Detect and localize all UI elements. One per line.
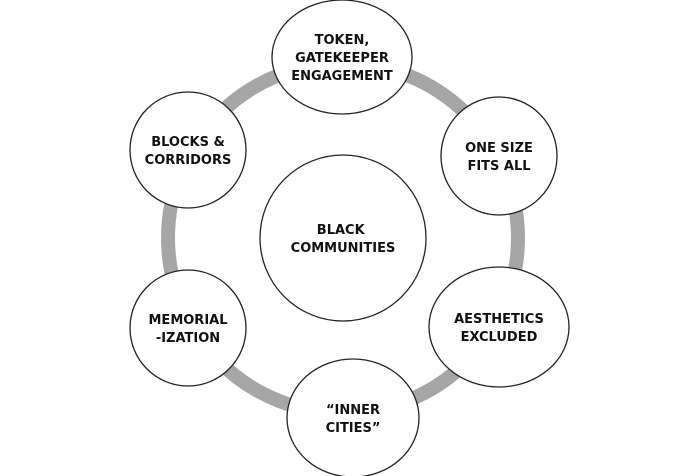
node-token-circle <box>271 0 413 115</box>
node-inner-cities-circle <box>286 358 420 476</box>
node-aesthetics: AESTHETICS EXCLUDED <box>428 266 570 388</box>
node-label-line: CITIES” <box>326 421 381 436</box>
node-inner-cities: “INNER CITIES” <box>286 358 420 476</box>
node-blocks-label: BLOCKS & CORRIDORS <box>145 135 232 168</box>
node-label-line: “INNER <box>326 403 380 418</box>
node-memorialization-circle <box>129 269 247 387</box>
center-node-circle <box>259 154 427 322</box>
node-one-size-label: ONE SIZE FITS ALL <box>465 141 533 174</box>
node-label-line: GATEKEEPER <box>295 51 389 66</box>
node-blocks: BLOCKS & CORRIDORS <box>129 91 247 209</box>
node-label-line: MEMORIAL <box>149 313 228 328</box>
node-token-label: TOKEN, GATEKEEPER ENGAGEMENT <box>291 33 393 84</box>
node-label-line: AESTHETICS <box>454 312 544 327</box>
node-aesthetics-circle <box>428 266 570 388</box>
node-label-line: -IZATION <box>156 331 220 346</box>
center-node: BLACK COMMUNITIES <box>259 154 427 322</box>
node-one-size: ONE SIZE FITS ALL <box>440 96 558 216</box>
node-inner-cities-label: “INNER CITIES” <box>326 403 381 436</box>
center-label-line: COMMUNITIES <box>291 241 396 256</box>
node-label-line: EXCLUDED <box>461 330 538 345</box>
node-aesthetics-label: AESTHETICS EXCLUDED <box>454 312 544 345</box>
node-blocks-circle <box>129 91 247 209</box>
node-label-line: BLOCKS & <box>151 135 225 150</box>
node-memorialization: MEMORIAL -IZATION <box>129 269 247 387</box>
node-token: TOKEN, GATEKEEPER ENGAGEMENT <box>271 0 413 115</box>
node-label-line: TOKEN, <box>315 33 370 48</box>
node-label-line: ONE SIZE <box>465 141 533 156</box>
outer-nodes: TOKEN, GATEKEEPER ENGAGEMENT ONE SIZE FITS A… <box>129 0 570 476</box>
node-label-line: CORRIDORS <box>145 153 232 168</box>
center-node-label: BLACK COMMUNITIES <box>291 223 396 256</box>
node-memorialization-label: MEMORIAL -IZATION <box>149 313 228 346</box>
node-label-line: ENGAGEMENT <box>291 69 393 84</box>
center-label-line: BLACK <box>317 223 366 238</box>
node-one-size-circle <box>440 96 558 216</box>
node-label-line: FITS ALL <box>467 159 530 174</box>
